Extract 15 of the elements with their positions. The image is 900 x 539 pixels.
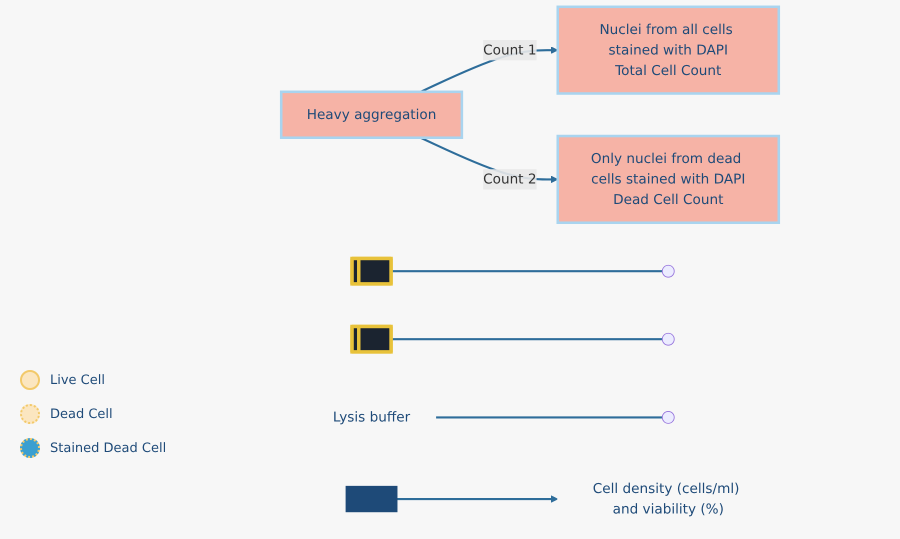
legend-label: Live Cell [50,372,105,388]
edge-label: Count 1 [483,42,536,58]
edge-label: Count 2 [483,170,536,188]
connector [391,338,662,340]
arrow [397,495,558,503]
node-box: Heavy aggregation [280,90,464,139]
node-text: Lysis buffer [332,408,410,426]
node-box: Nuclei from all cells stained with DAPI Total Cell Count [556,6,780,95]
node-box: Only nuclei from dead cells stained with DAPI Dead Cell Count [556,134,780,224]
node-text: Cell density (cells/ml) and viability (%) [592,480,740,517]
legend-label: Dead Cell [50,406,113,422]
connector [436,416,662,418]
legend-label: Stained Dead Cell [50,440,166,456]
connector [391,270,662,272]
node-bar [346,486,398,512]
